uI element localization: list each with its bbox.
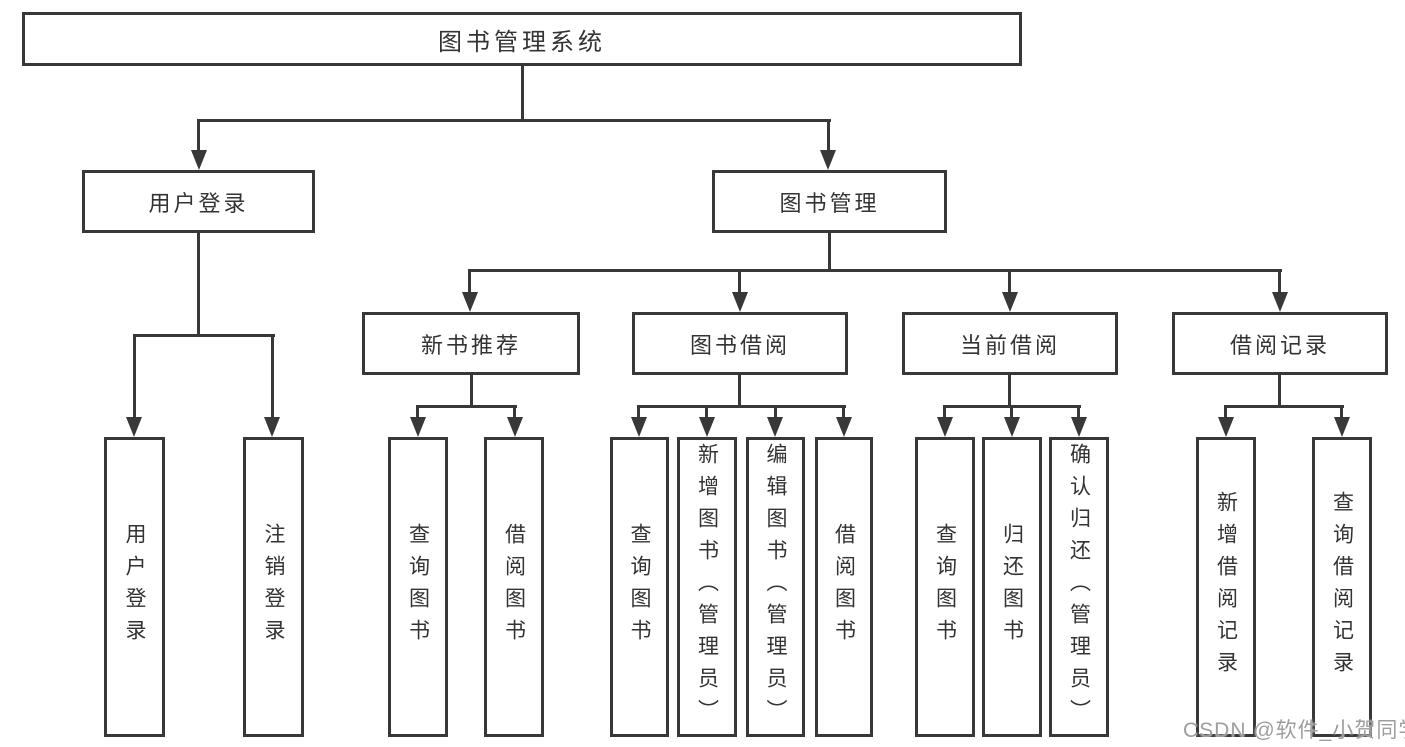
connector-stub xyxy=(842,405,845,419)
connector-root-trunk xyxy=(521,64,524,120)
connector-stub xyxy=(705,405,708,419)
arrow-down-icon xyxy=(507,417,523,437)
arrow-down-icon xyxy=(264,417,280,437)
node-user-login: 用户登录 xyxy=(82,170,315,233)
leaf-label: 用户登录 xyxy=(123,523,146,651)
connector-stub xyxy=(1278,269,1281,295)
leaf-confirm-return-admin: 确认归还（管理员） xyxy=(1049,437,1109,737)
node-label: 图书管理 xyxy=(779,190,880,216)
connector-trunk xyxy=(470,375,473,408)
arrow-down-icon xyxy=(836,417,852,437)
arrow-down-icon xyxy=(1071,417,1087,437)
leaf-query-borrow-record: 查询借阅记录 xyxy=(1312,437,1372,737)
connector-root-rail xyxy=(197,119,831,122)
connector-trunk xyxy=(738,375,741,408)
arrow-down-icon xyxy=(820,150,836,170)
node-root: 图书管理系统 xyxy=(22,12,1022,66)
leaf-label: 借阅图书 xyxy=(502,523,526,651)
connector-stub xyxy=(133,334,136,419)
leaf-user-login: 用户登录 xyxy=(104,437,165,737)
arrow-down-icon xyxy=(410,417,426,437)
connector-stub xyxy=(943,405,946,419)
leaf-borrow-book: 借阅图书 xyxy=(484,437,544,737)
arrow-down-icon xyxy=(1334,417,1350,437)
node-book-borrow: 图书借阅 xyxy=(632,312,848,375)
arrow-down-icon xyxy=(1272,292,1288,312)
node-current-borrow: 当前借阅 xyxy=(902,312,1118,375)
connector-stub xyxy=(738,269,741,295)
leaf-label: 注销登录 xyxy=(262,523,285,651)
leaf-query-book: 查询图书 xyxy=(610,437,669,737)
arrow-down-icon xyxy=(767,417,783,437)
connector-rail xyxy=(1224,405,1344,408)
connector-book-mgmt-rail xyxy=(469,269,1282,272)
connector-stub xyxy=(1077,405,1080,419)
arrow-down-icon xyxy=(631,417,647,437)
leaf-label: 编辑图书（管理员） xyxy=(764,443,787,731)
leaf-label: 确认归还（管理员） xyxy=(1067,443,1091,731)
connector-stub xyxy=(197,119,200,153)
leaf-label: 新增借阅记录 xyxy=(1214,491,1238,683)
watermark-text: CSDN @软件_小贺同学 xyxy=(1183,719,1405,742)
arrow-down-icon xyxy=(191,150,207,170)
connector-stub xyxy=(1010,405,1013,419)
leaf-return-book: 归还图书 xyxy=(982,437,1042,737)
node-book-management: 图书管理 xyxy=(712,170,947,233)
leaf-label: 查询图书 xyxy=(628,523,651,651)
connector-stub xyxy=(1224,405,1227,419)
arrow-down-icon xyxy=(937,417,953,437)
connector-user-login-trunk xyxy=(197,233,200,335)
node-label: 新书推荐 xyxy=(420,332,521,358)
connector-book-mgmt-trunk xyxy=(828,233,831,272)
node-label: 用户登录 xyxy=(148,190,249,216)
connector-stub xyxy=(1340,405,1343,419)
node-new-book-recommend: 新书推荐 xyxy=(362,312,580,375)
connector-stub xyxy=(416,405,419,419)
connector-rail xyxy=(416,405,517,408)
arrow-down-icon xyxy=(699,417,715,437)
node-label: 当前借阅 xyxy=(959,332,1060,358)
leaf-label: 查询借阅记录 xyxy=(1330,491,1354,683)
arrow-down-icon xyxy=(126,417,142,437)
connector-stub xyxy=(1008,269,1011,295)
connector-stub xyxy=(774,405,777,419)
leaf-label: 借阅图书 xyxy=(832,523,856,651)
connector-stub xyxy=(271,334,274,419)
leaf-logout: 注销登录 xyxy=(243,437,304,737)
connector-stub xyxy=(827,119,830,153)
node-root-label: 图书管理系统 xyxy=(438,28,606,56)
connector-stub xyxy=(637,405,640,419)
node-label: 图书借阅 xyxy=(689,332,790,358)
connector-trunk xyxy=(1008,375,1011,408)
leaf-query-book: 查询图书 xyxy=(388,437,448,737)
leaf-label: 新增图书（管理员） xyxy=(695,443,719,731)
arrow-down-icon xyxy=(1002,292,1018,312)
node-borrow-record: 借阅记录 xyxy=(1172,312,1388,375)
leaf-query-book: 查询图书 xyxy=(915,437,975,737)
connector-user-login-rail xyxy=(133,334,275,337)
leaf-label: 查询图书 xyxy=(406,523,430,651)
leaf-add-borrow-record: 新增借阅记录 xyxy=(1196,437,1256,737)
connector-stub xyxy=(513,405,516,419)
connector-trunk xyxy=(1278,375,1281,408)
connector-rail xyxy=(637,405,846,408)
arrow-down-icon xyxy=(462,292,478,312)
leaf-borrow-book: 借阅图书 xyxy=(815,437,873,737)
leaf-label: 查询图书 xyxy=(933,523,957,651)
leaf-label: 归还图书 xyxy=(1000,523,1024,651)
arrow-down-icon xyxy=(1218,417,1234,437)
node-label: 借阅记录 xyxy=(1229,332,1330,358)
connector-stub xyxy=(468,269,471,295)
leaf-add-book-admin: 新增图书（管理员） xyxy=(677,437,737,737)
arrow-down-icon xyxy=(1004,417,1020,437)
leaf-edit-book-admin: 编辑图书（管理员） xyxy=(746,437,805,737)
arrow-down-icon xyxy=(732,292,748,312)
